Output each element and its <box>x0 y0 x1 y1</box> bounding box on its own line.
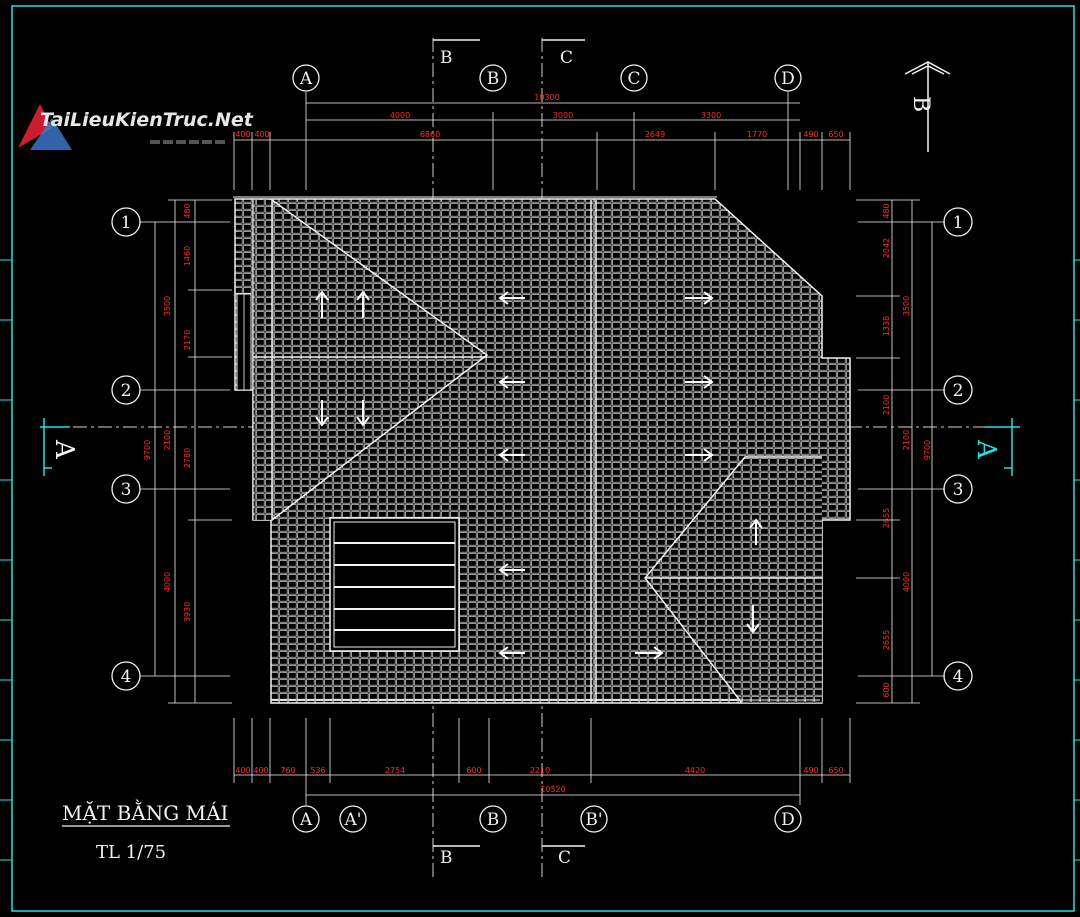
section-b-side: B <box>908 96 933 112</box>
right-overall-dim: 9700 <box>923 440 932 460</box>
bottom-dim-1: 400 <box>235 766 250 775</box>
right-axis-1: 1 <box>953 213 964 233</box>
right-axis-2: 2 <box>953 381 964 401</box>
slope-arrows <box>315 290 763 660</box>
left-inner-dim-4: 2780 <box>183 448 192 468</box>
top-dim-b-c: 3000 <box>553 111 573 120</box>
left-inner-dim-1: 480 <box>183 203 192 218</box>
bottom-dim-10: 650 <box>828 766 843 775</box>
bottom-dim-2: 400 <box>253 766 268 775</box>
section-markers-top <box>433 39 585 847</box>
section-b-side-marker: B <box>904 61 951 152</box>
top-grid-bubbles <box>292 64 802 92</box>
bottom-axis-a-prime: A' <box>344 810 362 830</box>
logo-red-shape <box>18 104 52 148</box>
drawing-frame <box>11 5 1075 912</box>
left-overall-dim: 9700 <box>143 440 152 460</box>
right-inner-dim-2: 2042 <box>882 238 891 258</box>
right-grid-bubbles <box>943 207 973 691</box>
left-mid-dim-1: 3500 <box>163 296 172 316</box>
bottom-axis-d: D <box>781 810 795 830</box>
top-dim-4: 2649 <box>645 130 665 139</box>
left-dimension-lines <box>140 199 232 704</box>
top-dim-3: 6860 <box>420 130 440 139</box>
top-dimension-lines <box>233 92 851 190</box>
top-dim-5: 1770 <box>747 130 767 139</box>
top-dim-6: 490 <box>803 130 818 139</box>
bottom-dim-6: 600 <box>466 766 481 775</box>
top-dim-7: 650 <box>828 130 843 139</box>
bottom-dim-9: 490 <box>803 766 818 775</box>
top-axis-c: C <box>627 69 640 89</box>
logo-blue-shape <box>30 118 72 150</box>
top-axis-d: D <box>781 69 795 89</box>
drawing-scale: TL 1/75 <box>96 842 166 863</box>
bottom-axis-b-prime: B' <box>585 810 602 830</box>
section-a-right: A <box>971 439 1001 460</box>
right-inner-dim-3: 1338 <box>882 316 891 336</box>
bottom-grid-bubbles <box>292 805 802 833</box>
top-axis-b: B <box>487 69 500 89</box>
right-inner-dim-7: 600 <box>882 682 891 697</box>
right-axis-3: 3 <box>953 480 964 500</box>
bottom-dim-8: 4420 <box>685 766 705 775</box>
left-axis-2: 2 <box>121 381 132 401</box>
bottom-overall-dim: 10520 <box>540 785 565 794</box>
frame-ticks <box>0 259 1080 861</box>
right-axis-4: 4 <box>953 667 964 687</box>
left-mid-dim-3: 4000 <box>163 572 172 592</box>
section-b-top: B <box>440 48 453 68</box>
right-mid-dim-1: 3500 <box>902 296 911 316</box>
bottom-dim-3: 760 <box>280 766 295 775</box>
top-dim-1: 400 <box>235 130 250 139</box>
top-axis-a: A <box>299 69 313 89</box>
skylight <box>329 517 460 652</box>
section-a-left: A <box>49 439 79 460</box>
bottom-dim-7: 2210 <box>530 766 550 775</box>
bottom-dimension-lines <box>233 718 851 805</box>
right-inner-dim-5: 2655 <box>882 508 891 528</box>
right-inner-dim-1: 480 <box>882 203 891 218</box>
left-inner-dim-2: 1460 <box>183 246 192 266</box>
bottom-dim-5: 2754 <box>385 766 405 775</box>
bottom-axis-a: A <box>299 810 313 830</box>
drawing-title: MẶT BẰNG MÁI <box>62 798 228 825</box>
left-inner-dim-5: 3930 <box>183 602 192 622</box>
left-mid-dim-2: 2100 <box>163 430 172 450</box>
section-c-bottom: C <box>558 848 571 868</box>
section-a-right-marker: A <box>971 418 1020 476</box>
bottom-axis-b: B <box>487 810 500 830</box>
section-a-left-marker: A <box>40 418 79 476</box>
right-mid-dim-2: 2100 <box>902 430 911 450</box>
right-dimension-lines <box>856 199 945 704</box>
left-axis-3: 3 <box>121 480 132 500</box>
left-axis-4: 4 <box>121 667 132 687</box>
right-inner-dim-6: 2655 <box>882 630 891 650</box>
top-dim-c-d: 3300 <box>701 111 721 120</box>
left-axis-1: 1 <box>121 213 132 233</box>
left-inner-dim-3: 2170 <box>183 330 192 350</box>
right-inner-dim-4: 2100 <box>882 395 891 415</box>
top-dim-2: 400 <box>254 130 269 139</box>
top-overall-dim: 10300 <box>534 93 559 102</box>
section-b-bottom: B <box>440 848 453 868</box>
left-grid-bubbles <box>111 207 141 691</box>
watermark-logo: TaiLieuKienTruc.Net <box>18 104 254 150</box>
watermark-text: TaiLieuKienTruc.Net <box>40 109 254 131</box>
section-c-top: C <box>560 48 573 68</box>
top-dim-a-b: 4000 <box>390 111 410 120</box>
right-mid-dim-3: 4000 <box>902 572 911 592</box>
bottom-dim-4: 536 <box>310 766 325 775</box>
